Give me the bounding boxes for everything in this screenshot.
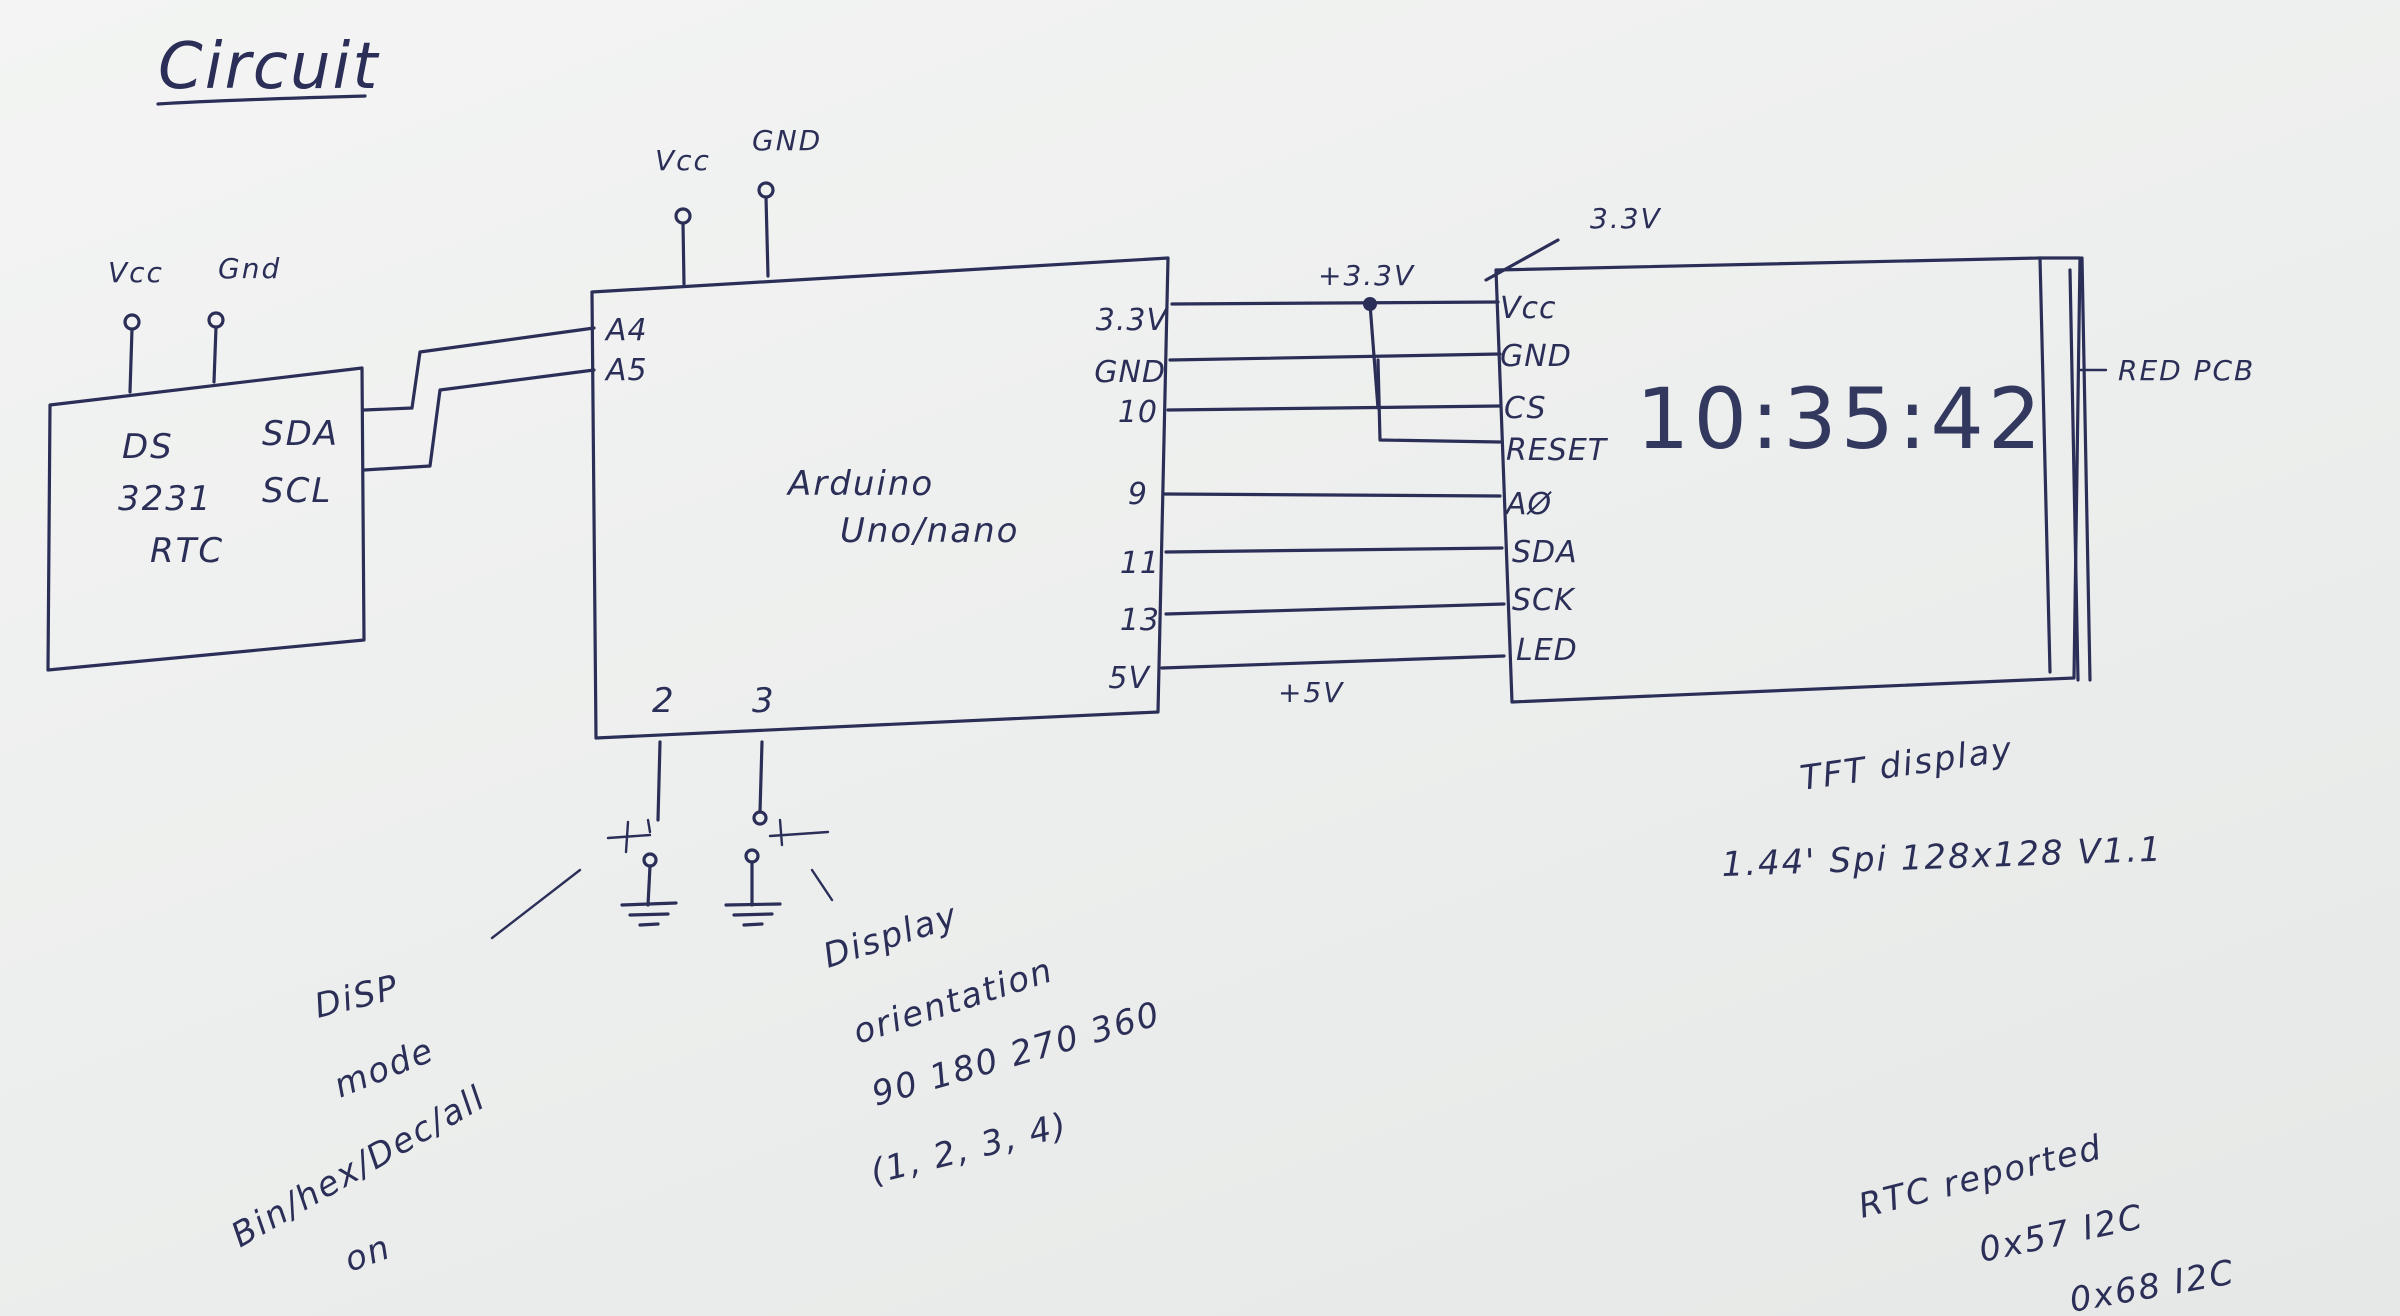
rtc-label-line-1: DS: [122, 427, 174, 467]
arduino-pin-2: 2: [652, 681, 676, 721]
orientation-line-1: Display: [818, 895, 963, 976]
tft-pin-vcc: Vcc: [1500, 291, 1557, 326]
rtc-gnd-terminal: [207, 311, 225, 329]
tft-pin-a0: AØ: [1504, 487, 1553, 522]
disp-mode-line-1: DiSP: [311, 967, 404, 1027]
wire-5v-led: [1160, 654, 1506, 670]
rtc-label-line-2: 3231: [118, 479, 213, 519]
arduino-vcc-label: Vcc: [655, 144, 711, 177]
rtc-gnd-label: Gnd: [218, 252, 281, 285]
arduino-pin-10: 10: [1118, 395, 1158, 430]
button-disp-mode-contact: [642, 852, 658, 868]
tft-pin-cs: CS: [1504, 391, 1547, 426]
tft-pin-reset: RESET: [1506, 433, 1609, 468]
rtc-pin-sda: SDA: [262, 414, 339, 454]
disp-mode-line-2: mode: [328, 1030, 440, 1106]
button-disp-mode-ground: [620, 864, 678, 927]
orientation-note: Display orientation 90 180 270 360 (1, 2…: [818, 895, 1165, 1192]
note-line-2: 0x57 I2C: [1976, 1197, 2148, 1271]
tft-pin-sck: SCK: [1512, 583, 1576, 618]
orientation-line-4: (1, 2, 3, 4): [867, 1105, 1073, 1193]
note-line-3: 0x68 I2C: [2067, 1252, 2239, 1316]
tft-33v-label: 3.3V: [1590, 202, 1662, 235]
pin3-wire: [758, 740, 764, 814]
spi-wires: +3.3V +5V: [1160, 259, 1506, 709]
tft-display: 3.3V Vcc GND CS RESET AØ SDA SCK LED 10:…: [1484, 202, 2255, 885]
arduino-pin-3: 3: [752, 681, 776, 721]
button-orientation-contact: [744, 848, 760, 864]
disp-mode-arrow: [490, 868, 582, 940]
wire-scl-a5: [362, 368, 596, 472]
arduino-pin-gnd: GND: [1094, 355, 1166, 390]
arduino-label-line-1: Arduino: [786, 464, 934, 504]
arduino-pin-a5: A5: [604, 353, 648, 388]
arduino-gnd-label: GND: [752, 124, 822, 157]
arduino-gnd-line: [764, 195, 770, 278]
tft-pin-led: LED: [1516, 633, 1578, 668]
tft-box: [1494, 256, 2082, 704]
wire-33v-reset: [1376, 358, 1502, 444]
arduino-pin-5v: 5V: [1108, 661, 1151, 696]
pin2-wire: [656, 740, 662, 822]
wire-13-sck: [1164, 602, 1506, 616]
tft-pin-sda: SDA: [1512, 535, 1578, 570]
wire-11-sda: [1164, 546, 1504, 554]
arduino-label-line-2: Uno/nano: [840, 511, 1019, 551]
arduino-pin-a4: A4: [604, 313, 648, 348]
arduino-pin-9: 9: [1128, 477, 1148, 512]
rtc-box: [46, 366, 366, 672]
rail-33v-label: +3.3V: [1318, 259, 1415, 292]
buttons-group: [490, 740, 834, 940]
title-underline: [156, 94, 367, 106]
wire-sda-a4: [362, 326, 596, 412]
rtc-gnd-line: [212, 325, 218, 384]
arduino-pin-33v: 3.3V: [1096, 303, 1170, 338]
disp-mode-line-3: Bin/hex/Dec/all: [225, 1078, 493, 1256]
rtc-vcc-line: [128, 327, 134, 394]
wire-gnd: [1168, 352, 1502, 362]
diagram-title: Circuit: [158, 30, 380, 104]
tft-pcb-edge: [2038, 256, 2092, 682]
wire-10-cs: [1166, 404, 1502, 412]
disp-mode-note: DiSP mode Bin/hex/Dec/all on: [225, 967, 493, 1280]
tft-clock-readout: 10:35:42: [1636, 370, 2045, 468]
wire-9-a0: [1162, 492, 1502, 498]
rtc-label-line-3: RTC: [150, 531, 224, 571]
pcb-label: RED PCB: [2118, 354, 2255, 387]
arduino-gnd-terminal: [757, 181, 775, 199]
arduino-box: [590, 256, 1170, 740]
rtc-vcc-terminal: [123, 313, 141, 331]
tft-name: TFT display: [1798, 729, 2016, 798]
rail-5v-label: +5V: [1278, 676, 1344, 709]
wire-33v-vcc: [1170, 300, 1500, 306]
arduino-board: Vcc GND A4 A5 Arduino Uno/nano 3.3V GND …: [590, 124, 1170, 740]
tft-spec: 1.44' Spi 128x128 V1.1: [1721, 830, 2163, 885]
wire-33v-cs: [1368, 302, 1380, 410]
i2c-notes: RTC reported 0x57 I2C 0x68 I2C: [1855, 1127, 2239, 1316]
arduino-vcc-line: [681, 221, 686, 286]
rtc-vcc-label: Vcc: [108, 256, 164, 289]
arduino-pin-11: 11: [1120, 546, 1160, 581]
rtc-module: Vcc Gnd DS 3231 RTC SDA SCL: [46, 252, 366, 672]
button-orientation-ground: [724, 860, 782, 927]
rtc-pin-scl: SCL: [262, 471, 332, 511]
tft-pin-gnd: GND: [1500, 339, 1572, 374]
button-orientation-contact-top: [752, 810, 768, 826]
button-orientation-mark: [810, 868, 834, 902]
arduino-vcc-terminal: [674, 207, 692, 225]
tft-top-lead: [1484, 238, 1560, 282]
button-disp-mode-switch: [606, 818, 652, 854]
disp-mode-line-4: on: [339, 1227, 396, 1280]
button-orientation-switch: [768, 818, 830, 847]
arduino-pin-13: 13: [1120, 603, 1160, 638]
